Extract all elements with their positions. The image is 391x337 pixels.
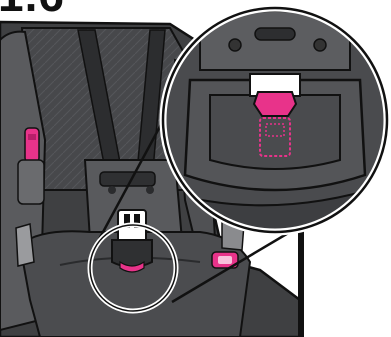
buckle-highlight-icon <box>254 92 296 116</box>
buckle-assembly <box>112 210 152 272</box>
